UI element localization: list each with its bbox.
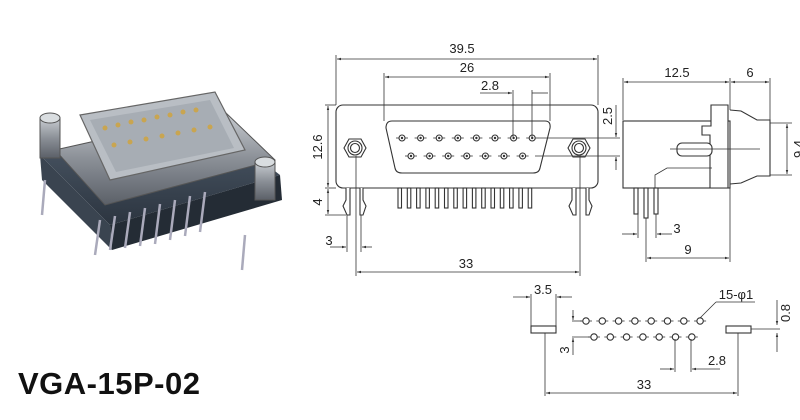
- dim-shell-depth: 6: [746, 65, 753, 80]
- pin-row-top: [396, 134, 539, 142]
- pin: [614, 317, 623, 325]
- pin-center: [438, 136, 441, 140]
- dim-mount-spacing: 33: [459, 256, 473, 271]
- dim-body-depth: 12.5: [664, 65, 689, 80]
- dim-tail-length: 4: [310, 198, 325, 205]
- product-model-title: VGA-15P-02: [18, 366, 201, 401]
- solder-tail: [527, 187, 533, 209]
- dim-row-offset: 2.5: [600, 107, 615, 125]
- solder-tail: [434, 187, 440, 209]
- pin-row-bottom: [405, 152, 529, 160]
- side-view: 12.5 6 9.4 3 9: [622, 65, 800, 262]
- pin-center: [512, 136, 515, 140]
- dim-hole-spec: 15-φ1: [719, 287, 753, 302]
- pin: [647, 317, 655, 325]
- solder-tail: [481, 187, 486, 209]
- pin-center: [409, 154, 413, 158]
- pin: [622, 333, 631, 341]
- solder-tail: [509, 187, 514, 209]
- solder-tail: [406, 187, 412, 209]
- dim-footprint-pitch: 2.8: [708, 353, 726, 368]
- pin: [663, 317, 672, 325]
- solder-tail: [397, 187, 403, 209]
- solder-tail: [462, 187, 468, 209]
- solder-tail: [499, 187, 505, 209]
- pin: [590, 333, 598, 341]
- pin: [696, 317, 704, 325]
- dim-leg-spacing: 3: [325, 233, 332, 248]
- dim-overall-width: 39.5: [449, 41, 474, 56]
- pin: [598, 317, 607, 325]
- pin-center: [456, 136, 459, 140]
- solder-tails: [397, 187, 533, 209]
- solder-tail: [416, 187, 421, 209]
- pin-center: [447, 154, 450, 158]
- pin-center: [428, 154, 431, 158]
- pin-center: [531, 136, 534, 140]
- pin: [639, 333, 647, 341]
- pin: [680, 317, 688, 325]
- dim-shell-height: 9.4: [791, 140, 800, 158]
- pin: [606, 333, 615, 341]
- pin-center: [493, 136, 497, 140]
- pin: [688, 333, 696, 341]
- pin-center: [465, 154, 468, 158]
- pcb-footprint: 3.5 15-φ1 0.8 3 2.8 33: [513, 282, 793, 396]
- solder-tail: [471, 187, 477, 209]
- screw-boss-left: [343, 138, 367, 158]
- pin-center: [400, 136, 404, 140]
- pin: [671, 333, 680, 341]
- solder-tail: [425, 187, 430, 209]
- pin-center: [475, 136, 478, 140]
- dim-pin-pitch: 2.8: [481, 78, 499, 93]
- screw-boss-right: [567, 138, 591, 158]
- pin: [582, 317, 590, 325]
- solder-tail: [518, 187, 523, 209]
- dim-slot-thickness: 0.8: [778, 304, 793, 322]
- dim-slot-width: 3.5: [534, 282, 552, 297]
- dim-row-spacing: 3: [557, 346, 572, 353]
- pin-center: [419, 136, 422, 140]
- connector-photo: [39, 91, 282, 271]
- dim-side-pin-pitch: 3: [673, 221, 680, 236]
- solder-tail: [490, 187, 496, 209]
- pin-center: [521, 154, 524, 158]
- dim-pin-to-flange: 9: [684, 242, 691, 257]
- pin-center: [484, 154, 487, 158]
- solder-tail: [453, 187, 458, 209]
- board-locks: [342, 188, 593, 216]
- dim-footprint-mount: 33: [637, 377, 651, 392]
- pin-center: [502, 154, 506, 158]
- dim-height: 12.6: [310, 134, 325, 159]
- pin: [631, 317, 639, 325]
- dim-shell-width: 26: [460, 60, 474, 75]
- pin: [655, 333, 663, 341]
- solder-tail: [443, 187, 449, 209]
- front-view: 39.5 26 2.8 12.6 4 3 33 2.5: [310, 41, 620, 276]
